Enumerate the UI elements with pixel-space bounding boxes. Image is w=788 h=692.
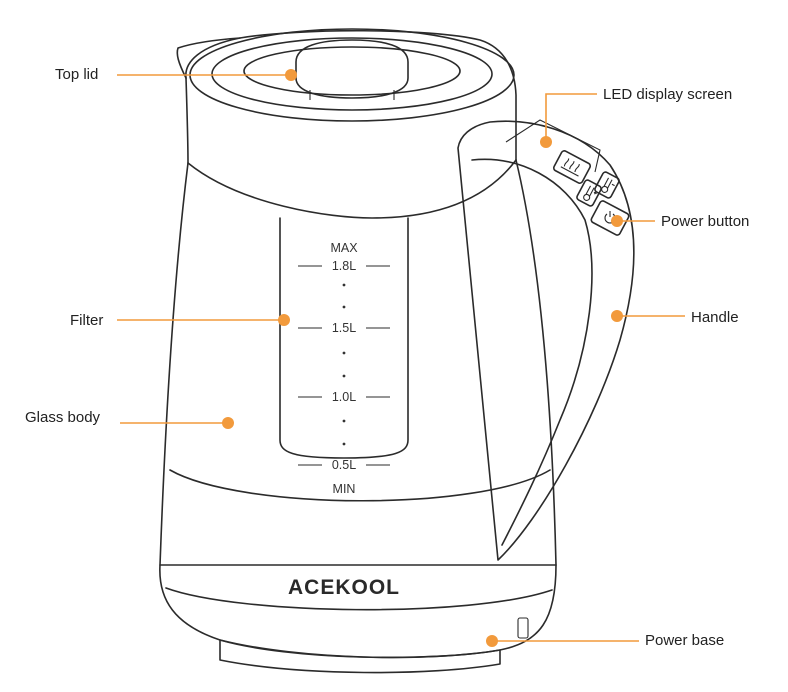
svg-text:Glass body: Glass body (25, 409, 101, 426)
callout-power-button: Power button (611, 213, 749, 230)
temp-down-icon (601, 177, 615, 193)
callout-glass-body: Glass body (25, 409, 234, 429)
temp-up-icon (583, 185, 597, 201)
water-level-scale: MAX 1.8L 1.5L 1.0L 0.5L MIN (298, 241, 390, 496)
scale-1-0l: 1.0L (332, 390, 356, 404)
callout-led-display: LED display screen (540, 86, 732, 148)
svg-text:Handle: Handle (691, 309, 739, 326)
scale-0-5l: 0.5L (332, 458, 356, 472)
lid-knob (295, 39, 409, 99)
scale-min: MIN (333, 482, 356, 496)
glass-body-shape (159, 159, 557, 566)
power-button[interactable] (590, 200, 630, 236)
callout-power-base: Power base (486, 632, 724, 649)
svg-text:Filter: Filter (70, 312, 103, 329)
callout-filter: Filter (70, 312, 290, 329)
callout-handle: Handle (611, 309, 739, 326)
temp-down-button[interactable] (594, 171, 620, 199)
svg-text:Power button: Power button (661, 213, 749, 230)
steam-button[interactable] (552, 150, 592, 184)
svg-text:LED display screen: LED display screen (603, 86, 732, 103)
steam-icon (560, 158, 580, 177)
svg-text:Power base: Power base (645, 632, 724, 649)
brand-logo: ACEKOOL (288, 576, 400, 599)
handle-shape (457, 120, 635, 561)
spout (176, 37, 241, 79)
callouts: Top lid LED display screen Power button … (25, 66, 749, 649)
control-buttons (552, 150, 630, 236)
callout-top-lid: Top lid (55, 66, 297, 83)
scale-max: MAX (330, 241, 358, 255)
scale-1-8l: 1.8L (332, 259, 356, 273)
filter-window (279, 217, 409, 459)
temp-up-button[interactable] (576, 179, 602, 207)
scale-1-5l: 1.5L (332, 321, 356, 335)
top-housing (185, 29, 517, 161)
svg-text:Top lid: Top lid (55, 66, 98, 83)
